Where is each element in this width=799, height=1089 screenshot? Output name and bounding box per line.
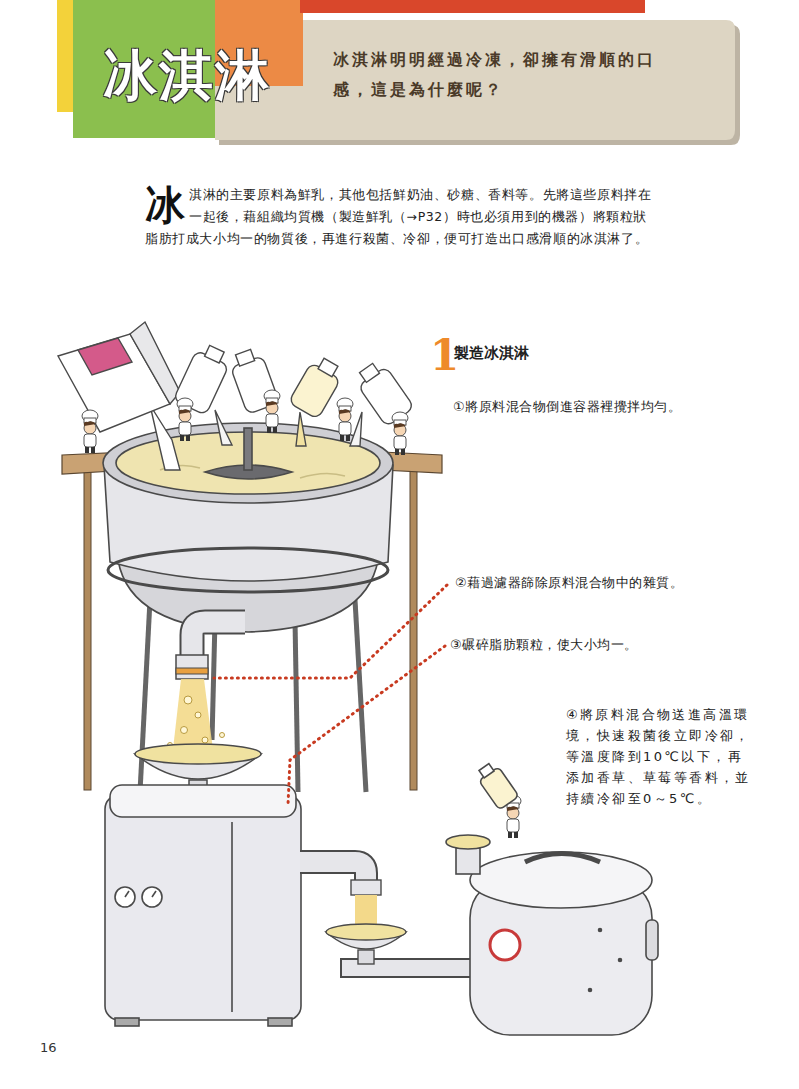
subtitle: 冰淇淋明明經過冷凍，卻擁有滑順的口感，這是為什麼呢？ <box>333 45 673 105</box>
mixing-pot <box>103 423 393 632</box>
intro-text: 淇淋的主要原料為鮮乳，其他包括鮮奶油、砂糖、香料等。先將這些原料拌在一起後，藉組… <box>145 187 651 246</box>
step-note: ②藉過濾器篩除原料混合物中的雜質。 <box>455 574 683 592</box>
chef-figures <box>82 390 521 838</box>
drop-cap: 冰 <box>145 184 185 226</box>
section-heading: 製造冰淇淋 <box>454 344 529 363</box>
header-band <box>57 0 740 145</box>
pouring-containers <box>58 322 414 470</box>
leader-line <box>214 585 447 805</box>
step-note: ④將原料混合物送進高溫環境，快速殺菌後立即冷卻，等溫度降到10℃以下，再添加香草… <box>566 704 756 809</box>
filter-pipe <box>168 622 246 758</box>
page-number: 16 <box>40 1040 57 1055</box>
intro-paragraph: 冰淇淋的主要原料為鮮乳，其他包括鮮奶油、砂糖、香料等。先將這些原料拌在一起後，藉… <box>145 184 657 250</box>
sterilizer-pipe <box>300 862 488 968</box>
step-note: ①將原料混合物倒進容器裡攪拌均勻。 <box>453 398 681 416</box>
step-note: ③碾碎脂肪顆粒，使大小均一。 <box>450 636 638 654</box>
page-title: 冰淇淋 <box>103 44 271 108</box>
homogenizer <box>105 785 301 1026</box>
